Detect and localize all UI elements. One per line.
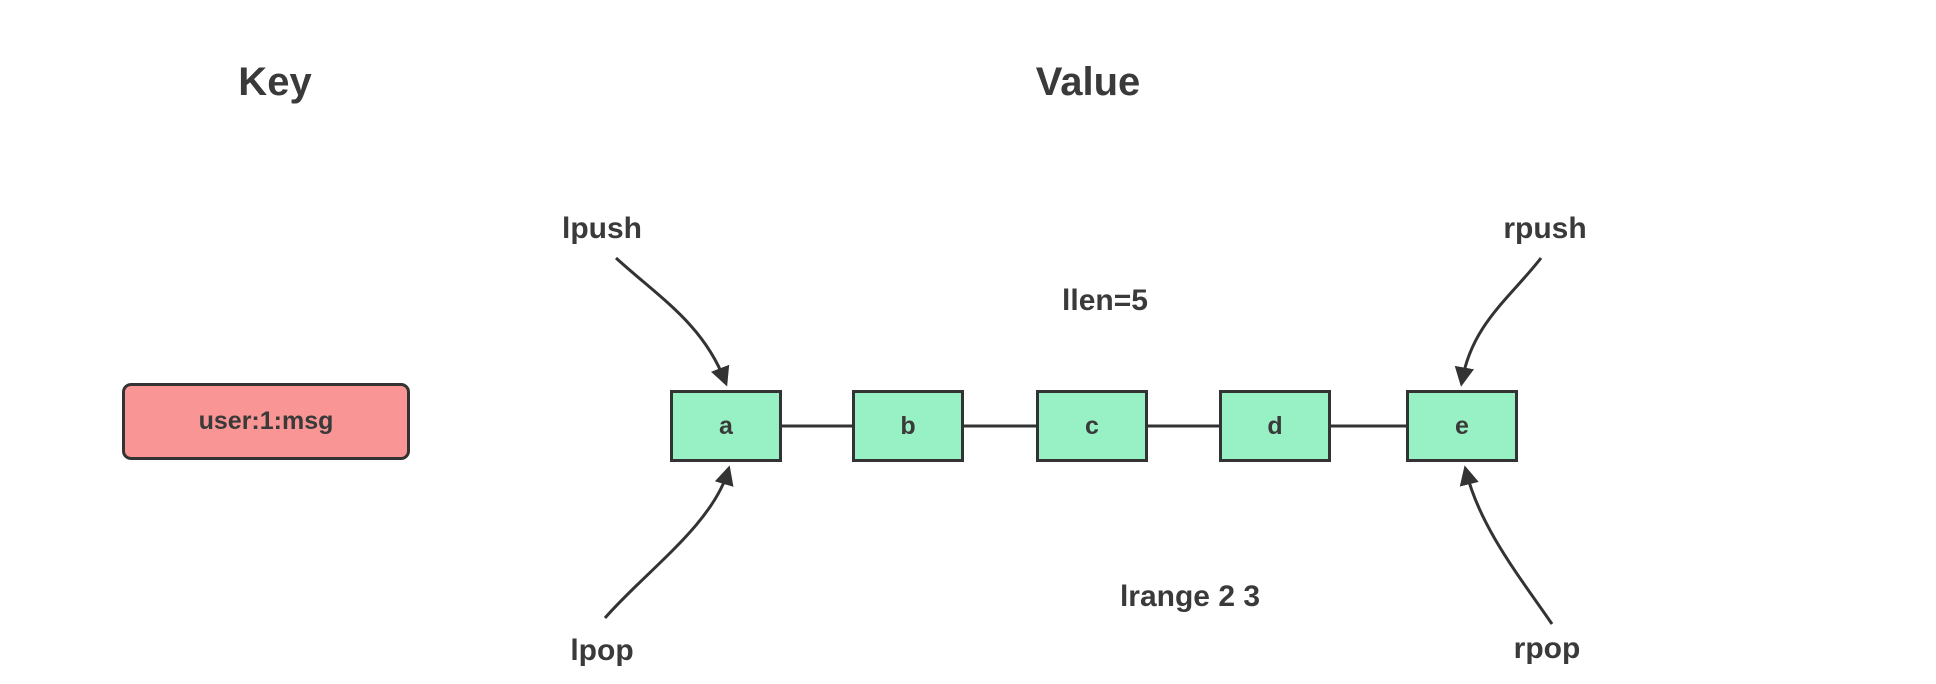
rpop-arrow xyxy=(1459,465,1554,625)
lpop-label: lpop xyxy=(570,634,634,667)
lpop-arrow xyxy=(603,465,734,619)
list-node-a: a xyxy=(670,390,782,462)
list-node-d: d xyxy=(1219,390,1331,462)
lpush-arrow xyxy=(614,256,730,387)
key-box: user:1:msg xyxy=(122,383,410,460)
value-column-title: Value xyxy=(1035,60,1141,104)
key-column-title: Key xyxy=(238,60,312,104)
rpush-label: rpush xyxy=(1503,212,1587,245)
list-node-b: b xyxy=(852,390,964,462)
rpop-label: rpop xyxy=(1513,632,1581,665)
lrange-annotation: lrange 2 3 xyxy=(1119,580,1261,613)
lpush-label: lpush xyxy=(562,212,642,245)
llen-annotation: llen=5 xyxy=(1062,284,1148,317)
list-node-e: e xyxy=(1406,390,1518,462)
list-node-c: c xyxy=(1036,390,1148,462)
rpush-arrow xyxy=(1454,257,1543,387)
